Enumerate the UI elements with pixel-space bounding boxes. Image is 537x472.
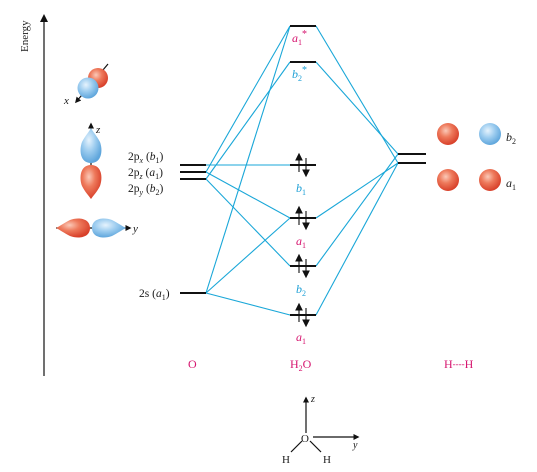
column-label-water: H2O bbox=[290, 357, 312, 373]
salc-label-a1: a1 bbox=[506, 176, 516, 192]
column-label-hh: H----H bbox=[444, 357, 474, 371]
axis-z-label: z bbox=[95, 124, 101, 136]
molecule-y-label: y bbox=[352, 440, 358, 451]
axis-x-label: x bbox=[63, 95, 69, 107]
electron-pair-a1-mid bbox=[295, 205, 310, 231]
label-2s: 2s (a1) bbox=[139, 288, 170, 302]
py-orbital-illustration: y bbox=[56, 218, 138, 238]
water-levels bbox=[290, 25, 316, 316]
px-orbital-illustration: x bbox=[63, 63, 109, 107]
axis-y-label: y bbox=[132, 223, 138, 235]
mo-label-a1-mid: a1 bbox=[296, 234, 306, 250]
salc-b2: b2 bbox=[437, 123, 516, 146]
electron-pair-b2 bbox=[295, 253, 310, 279]
mo-label-b2: b2 bbox=[296, 282, 306, 298]
molecule-h-right: H bbox=[323, 454, 331, 466]
electron-pairs bbox=[295, 152, 310, 328]
mo-label-a1-low: a1 bbox=[296, 330, 306, 346]
label-2py: 2py (b2) bbox=[128, 183, 164, 197]
connector-lines bbox=[205, 25, 399, 316]
oxygen-levels bbox=[180, 164, 206, 294]
energy-label: Energy bbox=[19, 20, 31, 52]
pz-orbital-illustration: z bbox=[80, 122, 102, 199]
mo-label-b2-star: b2* bbox=[292, 65, 307, 83]
salc-label-b2: b2 bbox=[506, 130, 516, 146]
hh-levels bbox=[398, 153, 426, 164]
molecule-o: O bbox=[301, 433, 309, 445]
label-2px: 2px (b1) bbox=[128, 151, 164, 165]
column-label-oxygen: O bbox=[188, 357, 197, 371]
electron-pair-b1 bbox=[295, 152, 310, 178]
molecule-z-label: z bbox=[310, 394, 315, 405]
electron-pair-a1-low bbox=[295, 302, 310, 328]
salc-a1: a1 bbox=[437, 169, 516, 192]
mo-label-a1-star: a1* bbox=[292, 29, 307, 47]
water-molecule-sketch: O H H z y bbox=[282, 394, 360, 466]
mo-label-b1: b1 bbox=[296, 181, 306, 197]
molecule-h-left: H bbox=[282, 454, 290, 466]
label-2pz: 2pz (a1) bbox=[128, 167, 163, 181]
